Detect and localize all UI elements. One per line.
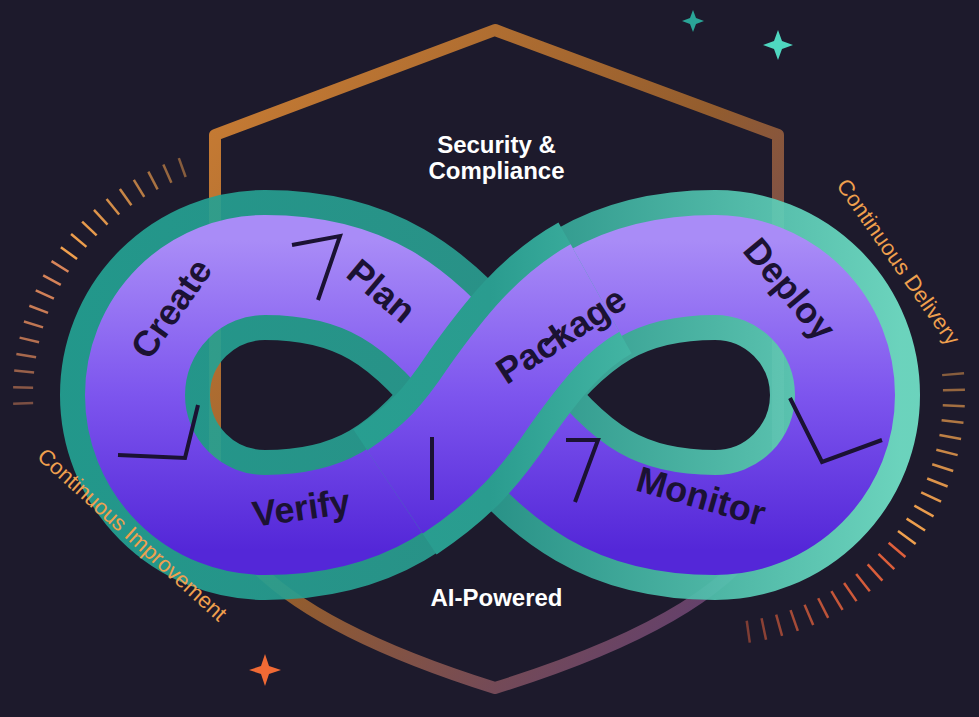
tick-mark <box>52 261 69 272</box>
stage-segment: Package <box>489 277 636 393</box>
tick-mark <box>856 574 870 591</box>
stage-segment: Monitor <box>632 458 772 535</box>
stage-label: Verify <box>250 480 355 536</box>
tick-mark <box>844 583 856 601</box>
tick-mark <box>927 478 947 486</box>
tick-mark <box>163 164 171 182</box>
stage-segment: Verify <box>250 480 355 536</box>
tick-mark <box>94 210 108 225</box>
tick-mark <box>82 222 97 236</box>
tick-mark <box>13 402 33 405</box>
tick-mark <box>14 371 34 373</box>
tick-mark <box>24 322 43 328</box>
tick-mark <box>43 275 61 284</box>
tick-mark <box>818 598 828 618</box>
stage-segment: Create <box>122 249 222 366</box>
tick-mark <box>13 386 33 389</box>
tick-mark <box>179 158 186 177</box>
tick-mark <box>942 420 964 422</box>
tick-mark <box>120 189 132 205</box>
tick-mark <box>16 354 36 357</box>
tick-mark <box>942 373 964 375</box>
tick-mark <box>107 199 120 215</box>
tick-mark <box>71 234 86 247</box>
cycle-label: Continuous Delivery <box>831 174 965 350</box>
stage-segment: Deploy <box>735 230 846 350</box>
tick-mark <box>805 605 814 625</box>
stage-label: Plan <box>339 251 426 333</box>
tick-mark <box>889 543 906 557</box>
tick-mark <box>148 172 157 190</box>
stage-label: Create <box>122 249 222 366</box>
tick-mark <box>943 388 965 391</box>
shield-heading: Security & Compliance <box>215 132 778 185</box>
stage-label: Package <box>489 277 636 393</box>
tick-mark <box>943 404 965 407</box>
tick-mark <box>134 180 144 197</box>
tick-mark <box>61 247 77 259</box>
tick-mark <box>29 306 48 313</box>
tick-mark <box>936 450 957 455</box>
tick-marks <box>13 158 965 642</box>
stage-segment: Plan <box>339 251 426 333</box>
tick-mark <box>36 290 54 298</box>
tick-mark <box>747 621 750 643</box>
tick-mark <box>939 435 961 439</box>
tick-mark <box>932 464 953 471</box>
tick-mark <box>914 506 933 517</box>
tick-mark <box>791 610 798 631</box>
tick-mark <box>868 564 883 580</box>
shield-footer: AI-Powered <box>215 585 778 611</box>
tick-mark <box>907 519 925 531</box>
tick-mark <box>776 615 782 636</box>
tick-mark <box>20 338 39 343</box>
tick-mark <box>762 618 766 640</box>
tick-mark <box>898 531 916 544</box>
stage-label: Deploy <box>735 230 846 350</box>
tick-mark <box>879 554 895 569</box>
stage-label: Monitor <box>632 458 772 535</box>
tick-mark <box>921 492 941 501</box>
tick-mark <box>831 591 842 610</box>
cycle-label: Continuous Improvement <box>32 443 232 627</box>
